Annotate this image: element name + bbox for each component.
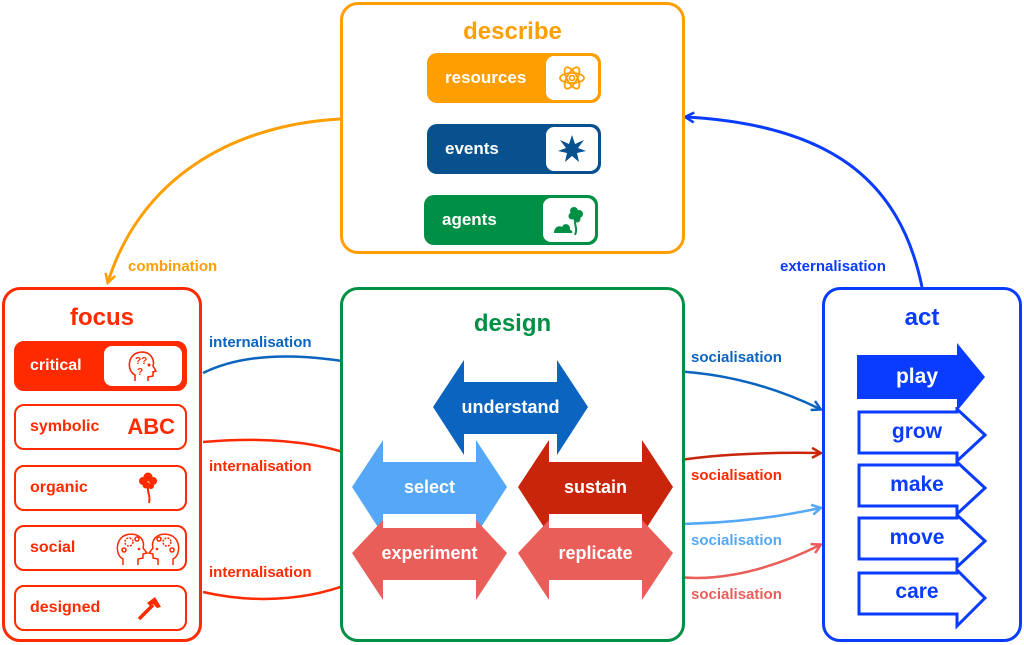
design-item-sustain[interactable]: sustain <box>518 440 673 535</box>
double-arrow-shape <box>518 520 673 600</box>
act-title: act <box>904 304 940 331</box>
act-item-move[interactable]: move <box>857 513 987 569</box>
act-item-make[interactable]: make <box>857 460 987 516</box>
socialisation-label-2: socialisation <box>691 467 782 484</box>
design-item-label: replicate <box>558 542 633 563</box>
arrow-shape <box>857 568 987 630</box>
design-item-replicate[interactable]: replicate <box>518 520 673 600</box>
focus-item-label: organic <box>30 479 88 496</box>
two-heads-gears-icon <box>115 527 181 569</box>
design-item-label: select <box>403 477 456 497</box>
describe-item-agents[interactable]: agents <box>424 195 598 245</box>
act-item-label: play <box>895 365 939 388</box>
cloud-tree-icon <box>543 198 595 242</box>
arrow-shape <box>857 343 985 411</box>
describe-item-events[interactable]: events <box>427 124 601 174</box>
combination-connector <box>108 117 341 282</box>
design-item-select[interactable]: select <box>352 440 507 535</box>
focus-title: focus <box>69 304 134 331</box>
describe-item-label: events <box>445 139 499 158</box>
hammer-icon <box>135 587 163 629</box>
focus-item-label: social <box>30 539 76 556</box>
describe-item-label: resources <box>445 68 527 87</box>
focus-item-label: designed <box>30 599 101 616</box>
act-item-label: move <box>889 526 945 549</box>
design-item-label: experiment <box>381 542 478 563</box>
arrow-shape <box>857 407 987 463</box>
arrow-shape <box>857 460 987 516</box>
tree-icon <box>137 467 159 509</box>
socialisation-label-1: socialisation <box>691 349 782 366</box>
externalisation-label: externalisation <box>780 258 886 275</box>
atom-icon <box>546 56 598 100</box>
act-item-label: grow <box>891 420 943 443</box>
internalisation-label-2: internalisation <box>209 458 312 475</box>
act-item-care[interactable]: care <box>857 568 987 630</box>
star-burst-icon <box>546 127 598 171</box>
socialisation-label-4: socialisation <box>691 586 782 603</box>
combination-label: combination <box>128 258 218 275</box>
design-item-label: understand <box>461 397 560 417</box>
design-item-label: sustain <box>563 477 628 497</box>
describe-title: describe <box>463 18 562 45</box>
head-question-icon: ??? <box>104 346 182 386</box>
act-item-label: care <box>895 580 939 603</box>
focus-item-designed[interactable]: designed <box>14 585 187 631</box>
arrow-shape <box>857 513 987 569</box>
focus-item-social[interactable]: social <box>14 525 187 571</box>
describe-item-label: agents <box>442 210 497 229</box>
act-item-grow[interactable]: grow <box>857 407 987 463</box>
focus-item-critical[interactable]: critical ??? <box>14 341 187 391</box>
externalisation-connector <box>686 117 924 288</box>
focus-item-label: symbolic <box>30 418 100 435</box>
double-arrow-shape <box>433 360 588 455</box>
double-arrow-shape <box>352 440 507 535</box>
internalisation-label-1: internalisation <box>209 334 312 351</box>
double-arrow-shape <box>352 520 507 600</box>
design-item-experiment[interactable]: experiment <box>352 520 507 600</box>
describe-item-resources[interactable]: resources <box>427 53 601 103</box>
double-arrow-shape <box>518 440 673 535</box>
svg-text:??: ?? <box>135 356 147 367</box>
act-item-play[interactable]: play <box>857 343 987 411</box>
design-title: design <box>473 310 552 337</box>
focus-item-label: critical <box>30 357 82 374</box>
act-item-label: make <box>890 473 944 496</box>
socialisation-label-3: socialisation <box>691 532 782 549</box>
abc-text-icon: ABC <box>127 414 175 439</box>
focus-item-organic[interactable]: organic <box>14 465 187 511</box>
focus-item-symbolic[interactable]: symbolic ABC <box>14 404 187 450</box>
svg-text:?: ? <box>137 367 143 378</box>
design-item-understand[interactable]: understand <box>433 360 588 455</box>
internalisation-label-3: internalisation <box>209 564 312 581</box>
